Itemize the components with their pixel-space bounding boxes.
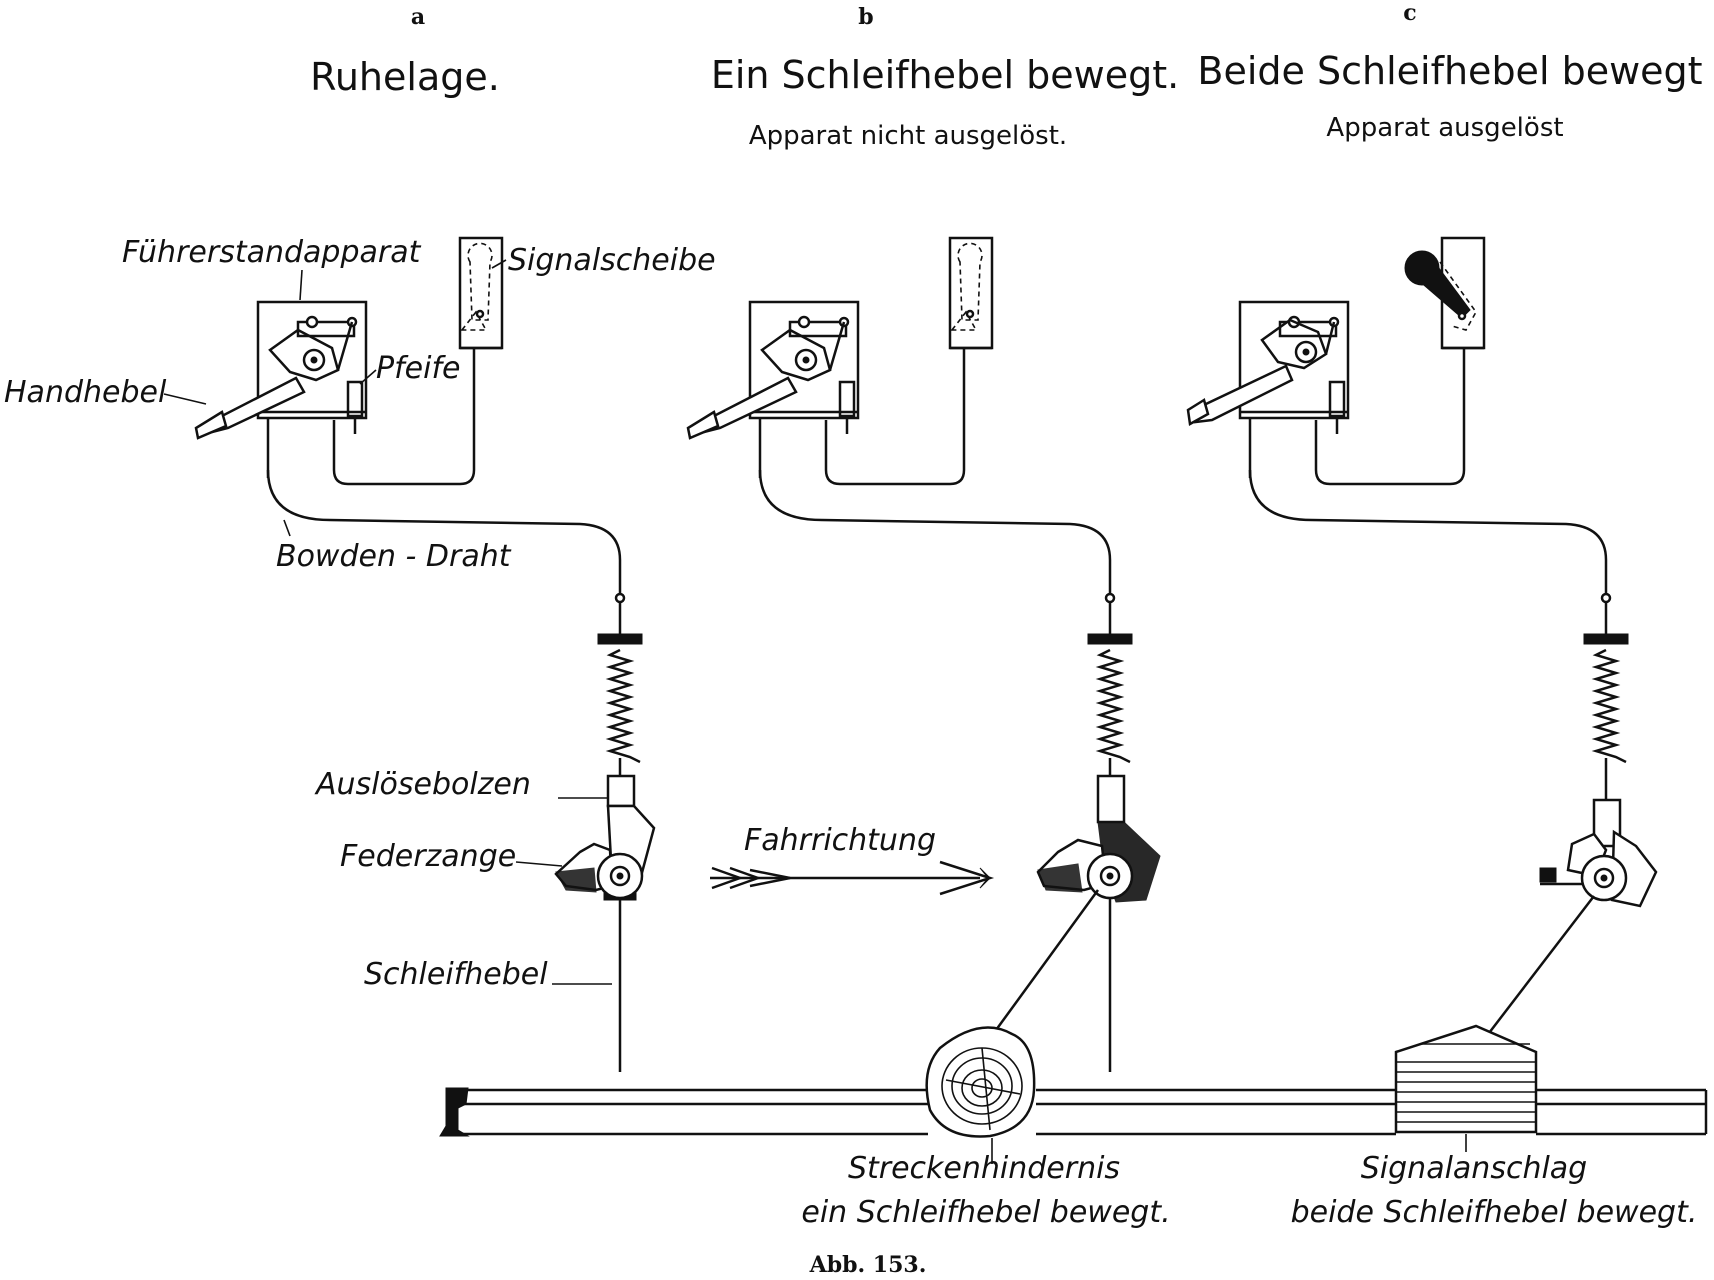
label-signalscheibe: Signalscheibe bbox=[508, 243, 716, 278]
panel-b-signal-wire bbox=[824, 348, 966, 486]
leader-signalscheibe bbox=[491, 259, 507, 269]
label-signal-line2: beide Schleifhebel bewegt. bbox=[1291, 1195, 1698, 1230]
panel-b-letter: b bbox=[858, 4, 873, 30]
panel-c-title: Beide Schleifhebel bewegt bbox=[1197, 49, 1702, 93]
leader-bowden-draht bbox=[283, 519, 291, 537]
panel-b-title: Ein Schleifhebel bewegt. bbox=[711, 53, 1179, 97]
panel-b-apparatus bbox=[686, 300, 860, 478]
panel-a-signal-disc bbox=[458, 236, 504, 350]
label-fahrrichtung: Fahrrichtung bbox=[744, 823, 936, 858]
panel-c-signal-disc bbox=[1404, 236, 1486, 350]
figure-caption: Abb. 153. bbox=[809, 1252, 927, 1278]
panel-a-title: Ruhelage. bbox=[310, 55, 500, 99]
panel-c-subtitle: Apparat ausgelöst bbox=[1326, 113, 1563, 143]
direction-arrow bbox=[710, 860, 995, 896]
panel-c-signal-wire bbox=[1314, 348, 1466, 486]
panel-b-mechanism bbox=[978, 592, 1161, 1072]
label-pfeife: Pfeife bbox=[376, 351, 460, 386]
label-handhebel: Handhebel bbox=[4, 375, 167, 410]
panel-b-bowden-wire bbox=[758, 469, 1112, 596]
label-federzange: Federzange bbox=[340, 839, 516, 874]
panel-c-bowden-wire bbox=[1248, 469, 1608, 596]
leader-fuehrerstandapparat bbox=[299, 269, 303, 301]
track-signal-stop bbox=[1394, 1024, 1538, 1134]
label-schleifhebel: Schleifhebel bbox=[364, 957, 548, 992]
label-ausloesebolzen: Auslösebolzen bbox=[314, 767, 531, 802]
label-bowden-draht: Bowden - Draht bbox=[276, 539, 512, 574]
panel-a-mechanism bbox=[554, 592, 656, 1072]
panel-b-signal-disc bbox=[948, 236, 994, 350]
panel-b-subtitle: Apparat nicht ausgelöst. bbox=[749, 121, 1067, 151]
panel-a-letter: a bbox=[411, 4, 425, 30]
label-fuehrerstandapparat: Führerstandapparat bbox=[122, 235, 422, 270]
track-obstacle-log bbox=[925, 1026, 1036, 1138]
panel-c-letter: c bbox=[1403, 0, 1416, 26]
label-obstacle-line1: Streckenhindernis bbox=[848, 1151, 1120, 1186]
panel-a-bowden-wire bbox=[266, 469, 622, 596]
leader-federzange bbox=[515, 861, 563, 867]
rail-track bbox=[439, 1087, 1708, 1137]
label-signal-line1: Signalanschlag bbox=[1361, 1151, 1587, 1186]
panel-a-apparatus bbox=[194, 300, 368, 478]
panel-c-mechanism bbox=[1475, 592, 1658, 1051]
label-obstacle-line2: ein Schleifhebel bewegt. bbox=[801, 1195, 1170, 1230]
panel-c-apparatus bbox=[1186, 300, 1350, 478]
leader-handhebel bbox=[163, 393, 207, 405]
panel-a-signal-wire bbox=[332, 348, 476, 486]
